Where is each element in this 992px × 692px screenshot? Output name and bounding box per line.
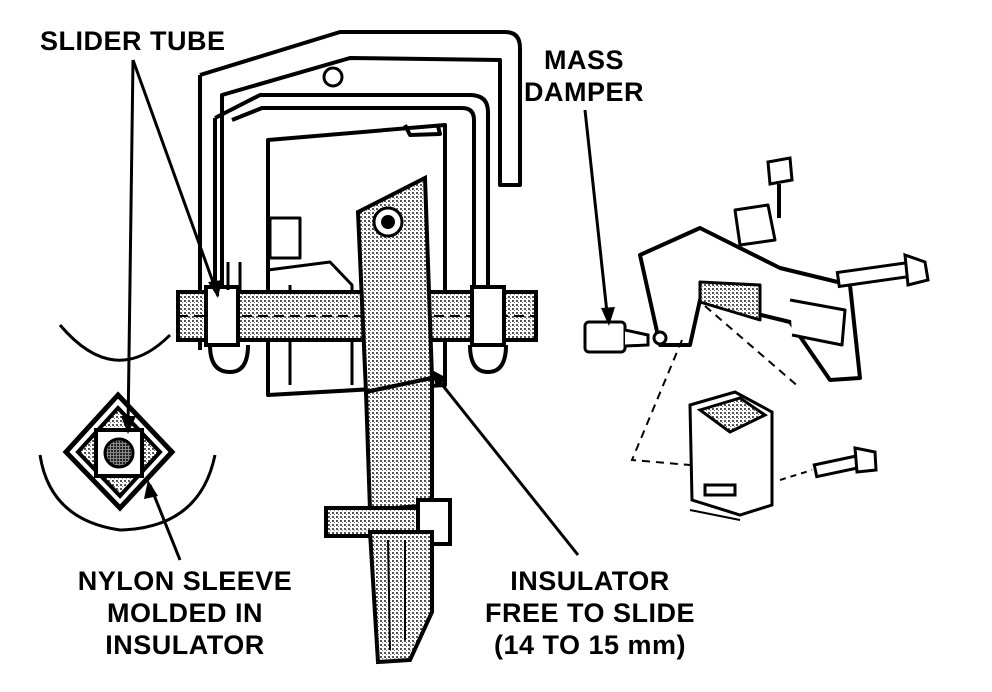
arrowhead-insulator [430,369,447,388]
lower-bolt [812,446,878,479]
slider-tube-leader-a [131,59,220,297]
arrowheads [121,280,615,499]
lower-mount [324,498,452,665]
slider-tube-shaft [176,262,538,375]
mass-damper-part [583,320,668,354]
nylon-sleeve-label: NYLON SLEEVE MOLDED IN INSULATOR [70,565,300,661]
nylon-sleeve-line-2: MOLDED IN [107,598,263,628]
assembly-guide-lines [630,305,813,481]
arrowhead-mass-damper [601,307,615,326]
mass-damper-line-1: MASS [543,45,624,75]
slider-tube-leader-b [126,59,135,431]
mass-damper-label: MASS DAMPER [524,44,644,108]
exploded-bracket [638,203,862,382]
nylon-sleeve-leader [148,484,182,561]
insulator-line-1: INSULATOR [510,566,670,596]
nylon-sleeve-detail [38,324,217,532]
insulator-line-3: (14 TO 15 mm) [493,630,687,660]
arrowhead-slider-a [208,280,222,298]
insulator-leader [430,371,580,556]
arrowhead-nylon-sleeve [144,480,158,499]
mass-damper-leader [583,109,610,323]
right-insulator-part [688,390,774,521]
insulator-line-2: FREE TO SLIDE [484,598,696,628]
nylon-sleeve-line-3: INSULATOR [105,630,265,660]
insulator-block [355,174,435,513]
insulator-label: INSULATOR FREE TO SLIDE (14 TO 15 mm) [480,565,700,661]
arrowhead-slider-b [121,416,136,434]
side-bolt [835,252,930,289]
top-screw [766,156,794,218]
slider-tube-label: SLIDER TUBE [40,25,226,57]
leader-lines [126,59,610,561]
slider-tube-text: SLIDER TUBE [40,26,226,56]
mass-damper-line-2: DAMPER [524,77,645,107]
nylon-sleeve-line-1: NYLON SLEEVE [77,566,293,596]
